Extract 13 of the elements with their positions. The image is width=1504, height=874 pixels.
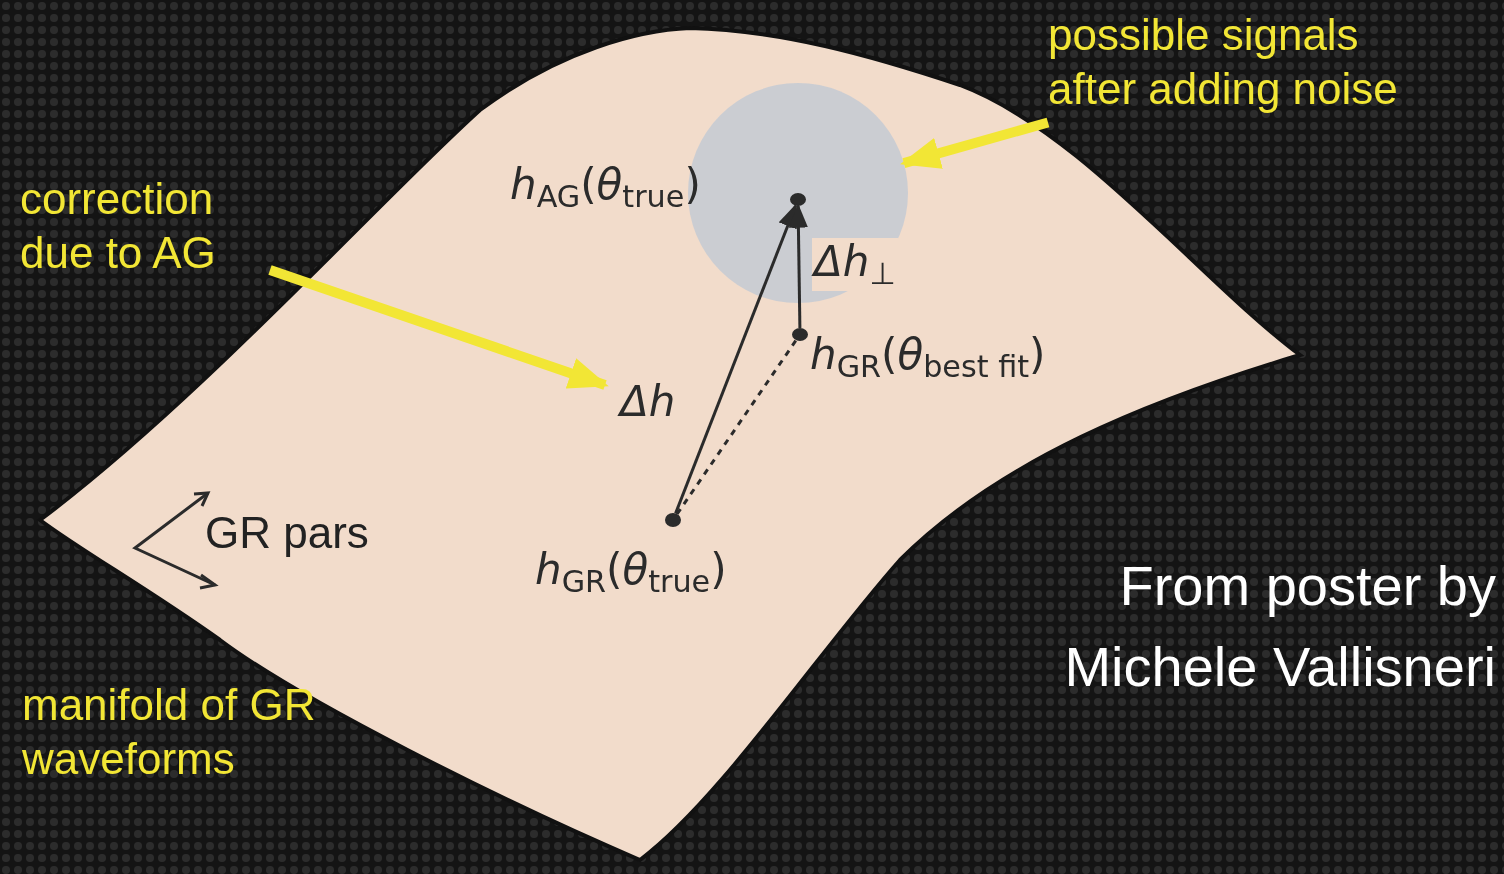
point-label: h$_{AG}$(θ$_{true}$) <box>510 160 701 215</box>
point-label: h$_{GR}$(θ$_{best fit}$) <box>810 330 1046 385</box>
caption-text: manifold of GR waveforms <box>22 679 317 785</box>
dashed-line <box>675 339 798 515</box>
arrow <box>674 203 797 514</box>
edge-label: Δh$_{⊥}$ <box>812 238 898 292</box>
credit-text: From poster by Michele Vallisneri <box>1063 553 1496 701</box>
point-dot <box>790 193 806 206</box>
annotation-text: correction due to AG <box>20 173 217 279</box>
point-label: h$_{GR}$(θ$_{true}$) <box>535 545 727 600</box>
annotation-text: possible signals after adding noise <box>1048 9 1399 115</box>
arrow <box>788 203 808 329</box>
axis-label: GR pars <box>205 508 369 558</box>
